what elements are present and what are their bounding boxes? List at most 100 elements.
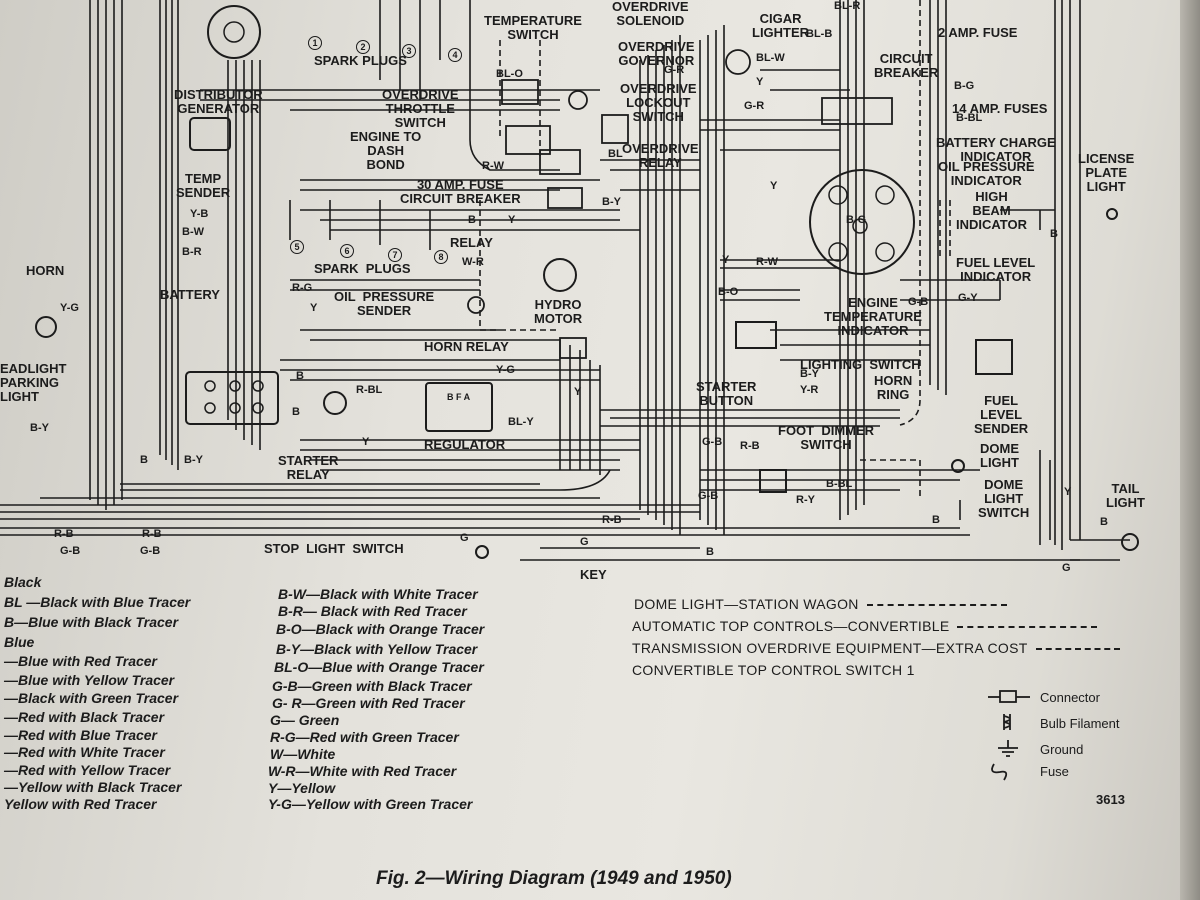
engine-to-dash-bond-label: ENGINE TO DASH BOND [350,129,422,172]
key-line-sample [1035,648,1120,651]
legend-right-entry: G- R—Green with Red Tracer [272,695,465,711]
overdrive-governor-label: OVERDRIVE GOVERNOR [618,39,695,68]
wire-code: B-BL [826,478,853,490]
wire-code: BL-B [806,28,833,40]
key-heading: KEY [580,567,607,582]
wire-code: B [1050,228,1058,240]
legend-left-entry: —Red with White Tracer [4,744,165,760]
relay-label: RELAY [450,235,493,250]
wire-code: R-BL [356,384,383,396]
fuel-level-indicator-label: FUEL LEVEL INDICATOR [956,255,1036,284]
high-beam-indicator-label: HIGH BEAM INDICATOR [956,189,1028,232]
page-edge [1180,0,1200,900]
legend-left-entry: —Yellow with Black Tracer [4,779,182,795]
legend-right-entry: W-R—White with Red Tracer [268,763,457,779]
battery-label: BATTERY [160,287,220,302]
wire-code: B [292,406,300,418]
wire-code: R-W [482,160,504,172]
legend-left-entry: —Blue with Yellow Tracer [4,672,175,688]
symbol-fuse-label: Fuse [1040,764,1069,779]
key-entry-text: TRANSMISSION OVERDRIVE EQUIPMENT—EXTRA C… [632,640,1028,656]
wire-code: R-Y [796,494,815,506]
wire-code: BL-O [496,68,523,80]
horn-ring-label: HORN RING [874,373,913,402]
spark-plug-number: 1 [308,36,322,50]
wire-code: Y-G [60,302,79,314]
wire-code: R-W [756,256,778,268]
wire-code: Y [362,436,370,448]
legend-right-entry: B-R— Black with Red Tracer [278,603,467,619]
horn-relay-label: HORN RELAY [424,339,509,354]
fuel-level-sender-label: FUEL LEVEL SENDER [974,393,1029,436]
spark-plug-number: 6 [340,244,354,258]
key-entry-text: AUTOMATIC TOP CONTROLS—CONVERTIBLE [632,618,950,634]
figure-number: 3613 [1096,792,1125,807]
wire-code: G [1062,562,1071,574]
wire-code: B-Y [30,422,49,434]
wire-code: B-BL [956,112,983,124]
two-amp-fuse-label: 2 AMP. FUSE [938,25,1018,40]
legend-right-entry: G— Green [270,712,340,728]
legend-left-entry: —Black with Green Tracer [4,690,179,706]
engine-temperature-indicator-label: ENGINE TEMPERATURE INDICATOR [824,295,922,338]
spark-plug-number: 5 [290,240,304,254]
legend-left-entry: —Red with Black Tracer [4,709,165,725]
wire-code: B [140,454,148,466]
lighting-switch-label: LIGHTING SWITCH [800,357,921,372]
key-entry: DOME LIGHT—STATION WAGON [634,596,1007,612]
wire-code: Y-B [190,208,209,220]
starter-relay-label: STARTER RELAY [278,453,339,482]
spark-plug-number: 3 [402,44,416,58]
symbol-connector-label: Connector [1040,690,1100,705]
wire-code: BL-W [756,52,785,64]
key-entry: AUTOMATIC TOP CONTROLS—CONVERTIBLE [632,618,1098,634]
wire-code: B-G [846,214,867,226]
key-entry-text: CONVERTIBLE TOP CONTROL SWITCH 1 [632,662,915,678]
wire-code: Y [574,386,582,398]
legend-right-entry: G-B—Green with Black Tracer [272,678,472,694]
wire-code: R-B [740,440,760,452]
temp-sender-label: TEMP SENDER [176,171,231,200]
wire-code: G-B [908,296,929,308]
legend-left-entry: —Red with Blue Tracer [4,727,158,743]
wire-code: Y [508,214,516,226]
wire-code: G [460,532,469,544]
wire-code: B [468,214,476,226]
cigar-lighter-label: CIGAR LIGHTER [752,11,810,40]
wire-code: BL [608,148,623,160]
legend-left-entry: B—Blue with Black Tracer [4,614,179,630]
svg-text:B F A: B F A [447,392,471,402]
wire-code: B-W [182,226,204,238]
legend-right-entry: B-Y—Black with Yellow Tracer [276,641,478,657]
wire-code: BL-R [834,0,861,12]
oil-pressure-sender-label: OIL PRESSURE SENDER [334,289,435,318]
legend-right-entry: B-O—Black with Orange Tracer [276,621,485,637]
stop-light-switch-label: STOP LIGHT SWITCH [264,541,404,556]
oil-pressure-indicator-label: OIL PRESSURE INDICATOR [938,159,1035,188]
wire-code: Y [770,180,778,192]
spark-plug-number: 7 [388,248,402,262]
legend-right-entry: Y—Yellow [268,780,336,796]
wire-code: B [1100,516,1108,528]
symbol-bulb-filament-label: Bulb Filament [1040,716,1120,731]
key-entry: CONVERTIBLE TOP CONTROL SWITCH 1 [632,662,915,678]
distributor-generator-label: DISTRIBUTOR GENERATOR [174,87,263,116]
dome-light-label: DOME LIGHT [980,441,1019,470]
wire-code: G-B [698,490,719,502]
legend-left-entry: BL —Black with Blue Tracer [4,594,191,610]
figure-caption: Fig. 2—Wiring Diagram (1949 and 1950) [376,868,732,889]
wire-code: B-Y [602,196,621,208]
wire-code: B [706,546,714,558]
wire-code: Y-R [800,384,819,396]
circuit-breaker-top-label: CIRCUIT BREAKER [874,51,939,80]
legend-left-entry: —Blue with Red Tracer [4,653,158,669]
wire-code: B-Y [184,454,203,466]
thirty-amp-fuse-label: 30 AMP. FUSE CIRCUIT BREAKER [400,177,521,206]
headlight-parking-light-label: EADLIGHT PARKING LIGHT [0,361,67,404]
hydro-motor-label: HYDRO MOTOR [534,297,583,326]
overdrive-solenoid-label: OVERDRIVE SOLENOID [612,0,689,28]
wire-code: B-G [954,80,975,92]
wire-code: G-R [664,64,685,76]
